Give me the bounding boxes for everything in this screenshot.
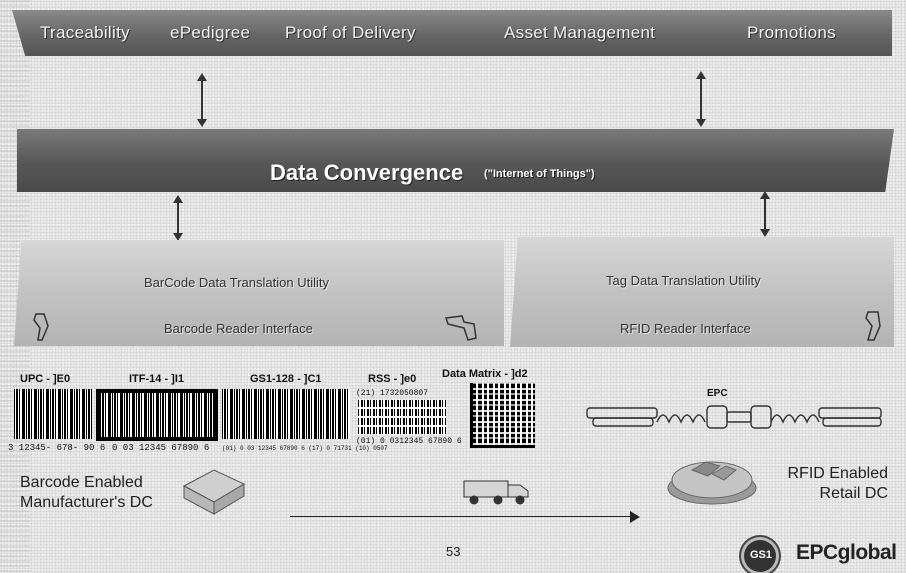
rfid-system-box — [510, 237, 894, 347]
datamatrix-code — [470, 383, 535, 448]
itf14-barcode — [96, 389, 218, 441]
double-arrow-icon — [696, 71, 706, 127]
double-arrow-icon — [173, 195, 183, 241]
barcode-scanner-icon — [33, 313, 49, 341]
gs1-128-title: GS1-128 - ]C1 — [250, 373, 322, 385]
app-promotions: Promotions — [747, 23, 836, 42]
rss-stacked-barcode — [358, 400, 446, 434]
app-proof-of-delivery: Proof of Delivery — [285, 23, 416, 42]
epcglobal-logo-text: EPCglobal — [796, 541, 897, 564]
flow-arrow-line — [290, 516, 632, 517]
barcode-system-box — [14, 240, 504, 346]
warehouse-icon — [182, 469, 246, 515]
app-epedigree: ePedigree — [170, 23, 251, 42]
rss-line1: (21) 1732050807 — [356, 389, 429, 398]
page-number: 53 — [446, 544, 461, 559]
double-arrow-icon — [197, 73, 207, 127]
handheld-scanner-icon — [444, 315, 477, 341]
app-asset-management: Asset Management — [504, 23, 656, 42]
data-convergence-title: Data Convergence — [270, 160, 464, 185]
rfid-reader-icon — [865, 311, 881, 341]
upc-barcode — [14, 389, 92, 439]
epc-title: EPC — [707, 388, 728, 399]
data-convergence-subtitle: ("Internet of Things") — [484, 168, 595, 180]
gs1-logo: GS1 — [744, 540, 776, 572]
data-convergence-band — [17, 129, 894, 192]
upc-digits: 3 12345- 678- 90 6 — [8, 443, 106, 453]
gs1-128-digits: (01) 0 03 12345 67890 6 (17) 0 71731 (10… — [222, 445, 388, 452]
tag-translation-utility: Tag Data Translation Utility — [606, 273, 761, 288]
barcode-reader-interface: Barcode Reader Interface — [164, 321, 313, 336]
applications-band: Traceability ePedigree Proof of Delivery… — [12, 10, 892, 56]
gs1-128-barcode — [222, 389, 350, 439]
rfid-reader-interface: RFID Reader Interface — [620, 321, 751, 336]
truck-icon — [463, 480, 529, 505]
barcode-manufacturer-label: Barcode Enabled Manufacturer's DC — [20, 474, 153, 511]
distribution-center-icon — [667, 461, 757, 505]
barcode-translation-utility: BarCode Data Translation Utility — [144, 275, 329, 290]
itf14-digits: 0 03 12345 67890 6 — [112, 443, 210, 453]
flow-arrow-head-icon — [630, 511, 640, 523]
upc-title: UPC - ]E0 — [20, 373, 71, 385]
datamatrix-title: Data Matrix - ]d2 — [442, 368, 528, 380]
rss-title: RSS - ]e0 — [368, 373, 417, 385]
double-arrow-icon — [760, 191, 770, 237]
rfid-tag-antenna-icon — [586, 405, 882, 429]
itf14-title: ITF-14 - ]I1 — [129, 373, 185, 385]
app-traceability: Traceability — [40, 23, 130, 42]
rss-line2: (01) 0 0312345 67890 6 — [356, 437, 462, 446]
rfid-retail-label: RFID Enabled Retail DC — [787, 465, 889, 502]
